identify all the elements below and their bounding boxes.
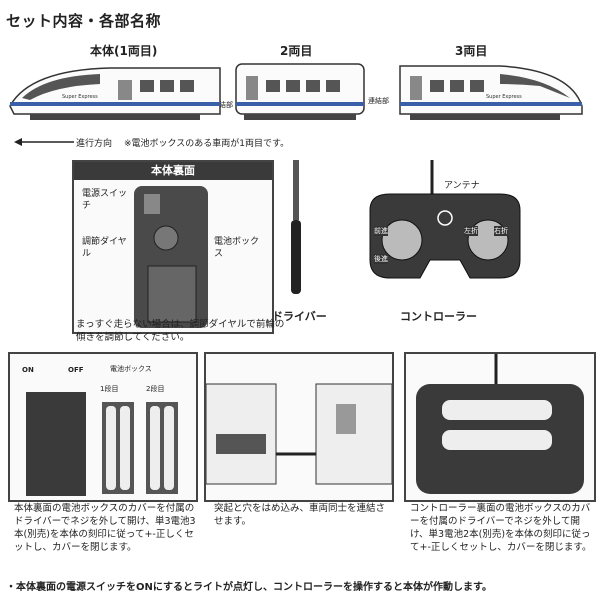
controller-illustration xyxy=(369,160,521,279)
car1-brand: Super Express xyxy=(62,94,98,100)
coupling-illustration xyxy=(206,383,392,485)
train-illustration: Super Express Super Express xyxy=(9,63,583,120)
back-label: 後進 xyxy=(374,254,388,264)
direction-arrow-icon xyxy=(14,138,74,146)
car2-label: 2両目 xyxy=(280,44,313,58)
left-label: 左折 xyxy=(464,226,478,236)
step1-caption: 本体裏面の電池ボックスのカバーを付属のドライバーでネジを外して開け、単3電池3本… xyxy=(14,503,196,553)
car3-brand: Super Express xyxy=(486,94,522,100)
car1-label: 本体(1両目) xyxy=(90,44,158,58)
step1-panel: ON OFF 電池ボックス 1段目 2段目 xyxy=(8,352,198,502)
underside-title: 本体裏面 xyxy=(74,162,272,180)
dial-label: 調節ダイヤル xyxy=(82,237,127,259)
underside-caption: まっすぐ走らない場合は、調節ダイヤルで前輪の傾きを調節してください。 xyxy=(76,319,285,343)
step2-panel xyxy=(204,352,394,502)
underside-illustration xyxy=(134,186,208,328)
power-switch-label: 電源スイッチ xyxy=(82,189,128,211)
off-label: OFF xyxy=(68,366,84,374)
step3-caption: コントローラー裏面の電池ボックスのカバーを付属のドライバーでネジを外して開け、単… xyxy=(410,503,592,553)
underside-panel: 本体裏面 電源スイッチ 調節ダイヤル 電池ボックス xyxy=(72,160,274,334)
coupler-right-label: 連結部 xyxy=(368,97,389,105)
antenna-label: アンテナ xyxy=(444,181,480,191)
tier2-label: 2段目 xyxy=(146,385,165,393)
controller-battery-illustration xyxy=(416,354,584,494)
tier1-label: 1段目 xyxy=(100,385,119,393)
battery-note: ※電池ボックスのある車両が1両目です。 xyxy=(124,139,290,149)
step1-illustration xyxy=(26,392,178,496)
page-title: セット内容・各部名称 xyxy=(6,12,162,30)
coupler-left-label: 連結部 xyxy=(212,101,233,109)
forward-label: 前進 xyxy=(374,226,388,236)
controller-label: コントローラー xyxy=(400,310,477,323)
step3-panel xyxy=(404,352,596,502)
on-label: ON xyxy=(22,366,34,374)
car3-label: 3両目 xyxy=(455,44,488,58)
driver-label: ドライバー xyxy=(272,310,327,323)
step1-battery-box-label: 電池ボックス xyxy=(110,365,152,373)
direction-label: 進行方向 xyxy=(76,139,113,149)
right-label: 右折 xyxy=(494,226,508,236)
step2-caption: 突起と穴をはめ込み、車両同士を連結させます。 xyxy=(214,503,386,527)
screwdriver-icon xyxy=(291,160,301,294)
footer-note: ・本体裏面の電源スイッチをONにするとライトが点灯し、コントローラーを操作すると… xyxy=(6,582,492,593)
battery-box-label: 電池ボックス xyxy=(214,237,260,259)
